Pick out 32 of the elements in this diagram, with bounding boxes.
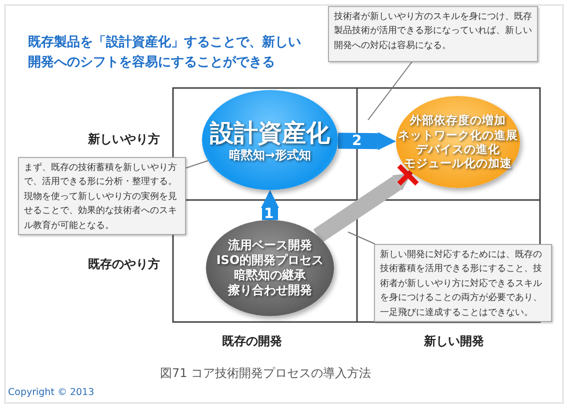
block-arrow bbox=[338, 132, 396, 150]
callout-text: 技術者が新しいやり方のスキルを身につけ、既存製品技術が活用できる形になっていれば、新しい開発への対応は容易になる。 bbox=[334, 12, 532, 51]
row-label: 既存のやり方 bbox=[88, 256, 160, 273]
block-arrow bbox=[261, 190, 279, 220]
node-text: ネットワーク化の進展 bbox=[398, 128, 518, 142]
node-text: モジュール化の加速 bbox=[404, 156, 512, 171]
node-text: デバイスの進化 bbox=[416, 142, 500, 156]
edge-label: 2 bbox=[352, 132, 362, 150]
callout-box bbox=[374, 244, 552, 322]
node-text: 暗黙知→形式知 bbox=[228, 148, 312, 162]
node-text: 擦り合わせ開発 bbox=[228, 283, 312, 298]
ellipse-node bbox=[396, 96, 520, 188]
leader-line bbox=[368, 62, 412, 120]
node-text: 暗黙知の継承 bbox=[234, 268, 306, 283]
callout-text: まず、既存の技術蓄積を新しいやり方で、活用できる形に分析・整理する。現物を使って新しいやり方の実例を見せることで、効果的な技術者へのスキル教育が可能となる。 bbox=[24, 163, 177, 231]
node-text: ISO的開発プロセス bbox=[216, 253, 324, 268]
leader-line bbox=[348, 232, 376, 244]
ellipse-node bbox=[202, 90, 338, 190]
title: 既存製品を「設計資産化」することで、新しい開発へのシフトを容易にすることができる bbox=[28, 34, 302, 72]
leader-line bbox=[186, 160, 209, 168]
node-heading: 設計資産化 bbox=[210, 118, 330, 148]
column-label: 新しい開発 bbox=[424, 333, 484, 350]
copyright-note: Copyright © 2013 bbox=[8, 387, 94, 398]
callout-text: 新しい開発に対応するためには、既存の技術蓄積を活用できる形にすること、技術者が新しいやり方に対応できるスキルを身につけることの両方が必要であり、一足飛びに達成することはできない。 bbox=[380, 250, 542, 318]
node-text: 外部依存度の増加 bbox=[410, 113, 506, 128]
node-text: 流用ベース開発 bbox=[228, 238, 312, 253]
edge-label: 1 bbox=[264, 205, 274, 223]
column-label: 既存の開発 bbox=[222, 333, 282, 350]
row-label: 新しいやり方 bbox=[88, 131, 160, 148]
caption: 図71 コア技術開発プロセスの導入方法 bbox=[160, 365, 372, 382]
callout-box bbox=[328, 6, 538, 62]
callout-box bbox=[18, 157, 186, 235]
